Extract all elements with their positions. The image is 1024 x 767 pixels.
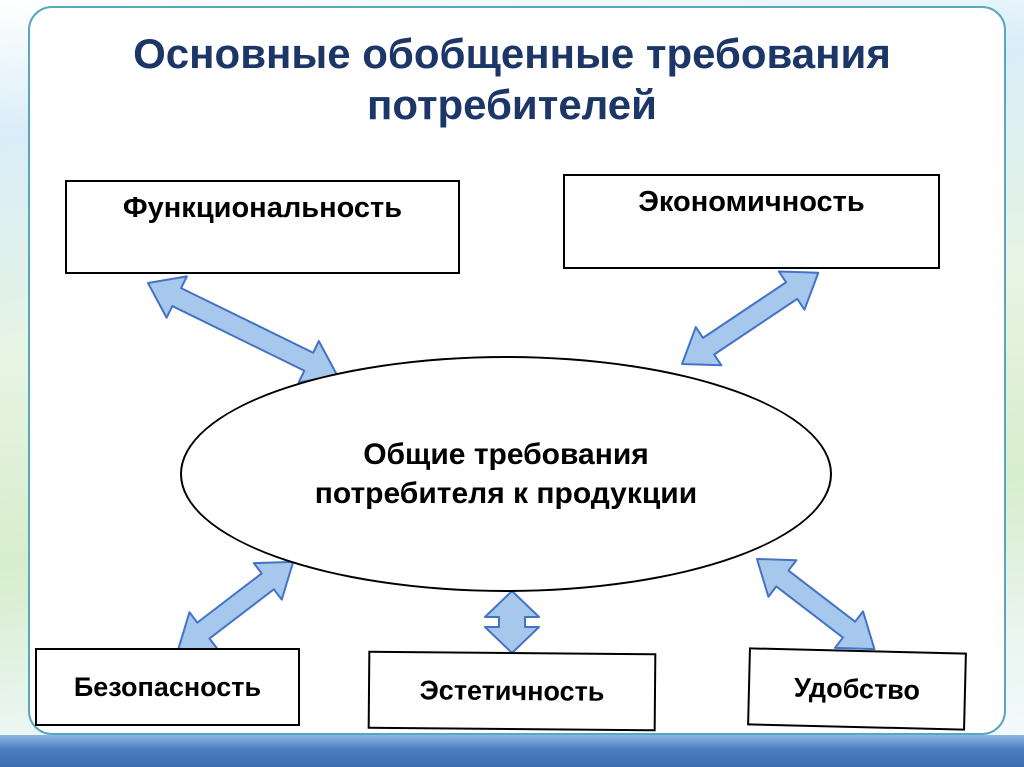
bottom-bar (0, 735, 1024, 767)
box-convenience-label: Удобство (793, 671, 921, 706)
box-aesthetics: Эстетичность (367, 650, 657, 732)
box-aesthetics-label: Эстетичность (419, 674, 605, 707)
box-convenience: Удобство (747, 647, 967, 731)
center-ellipse: Общие требования потребителя к продукции (180, 356, 832, 592)
box-functionality: Функциональность (65, 180, 460, 274)
box-functionality-label: Функциональность (122, 192, 403, 224)
center-ellipse-label: Общие требования потребителя к продукции (314, 438, 698, 510)
slide-title: Основные обобщенные требования потребите… (0, 28, 1024, 130)
slide-title-text: Основные обобщенные требования потребите… (133, 30, 891, 129)
box-economy-label: Экономичность (638, 186, 865, 218)
box-economy: Экономичность (563, 174, 940, 269)
box-safety: Безопасность (35, 648, 300, 726)
box-safety-label: Безопасность (73, 671, 262, 702)
